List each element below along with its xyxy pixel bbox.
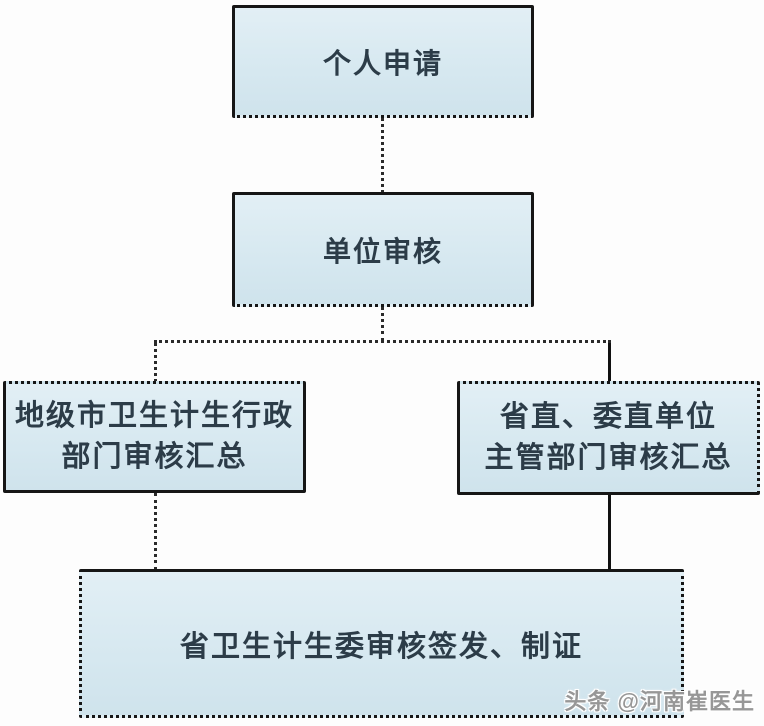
connector-branch-to-provincial-box	[608, 343, 611, 382]
node-unit-review: 单位审核	[232, 192, 534, 307]
node-city-health-admin-review-label-line1: 地级市卫生计生行政	[14, 400, 294, 433]
connector-apply-to-unit	[381, 118, 384, 193]
node-final-issuance: 省卫生计生委审核签发、制证	[79, 569, 684, 718]
node-city-health-admin-review-label-line2: 部门审核汇总	[61, 441, 248, 473]
node-city-health-admin-review: 地级市卫生计生行政 部门审核汇总	[3, 381, 306, 493]
node-individual-application: 个人申请	[232, 5, 534, 118]
connector-branch-horizontal	[154, 340, 611, 343]
connector-city-box-to-final	[154, 493, 157, 570]
watermark-toutiao-henan-doctor: 头条 @河南崔医生	[564, 689, 755, 714]
connector-unit-to-branch	[381, 306, 384, 342]
node-unit-review-label: 单位审核	[322, 236, 443, 268]
node-provincial-unit-review-label-line1: 省直、委直单位	[499, 401, 717, 434]
node-provincial-unit-review: 省直、委直单位 主管部门审核汇总	[457, 381, 760, 495]
connector-branch-to-city-box	[154, 343, 157, 382]
connector-provincial-box-to-final	[608, 495, 611, 570]
node-final-issuance-label: 省卫生计生委审核签发、制证	[179, 630, 583, 663]
node-provincial-unit-review-label-line2: 主管部门审核汇总	[484, 442, 733, 474]
node-individual-application-label: 个人申请	[322, 48, 443, 80]
